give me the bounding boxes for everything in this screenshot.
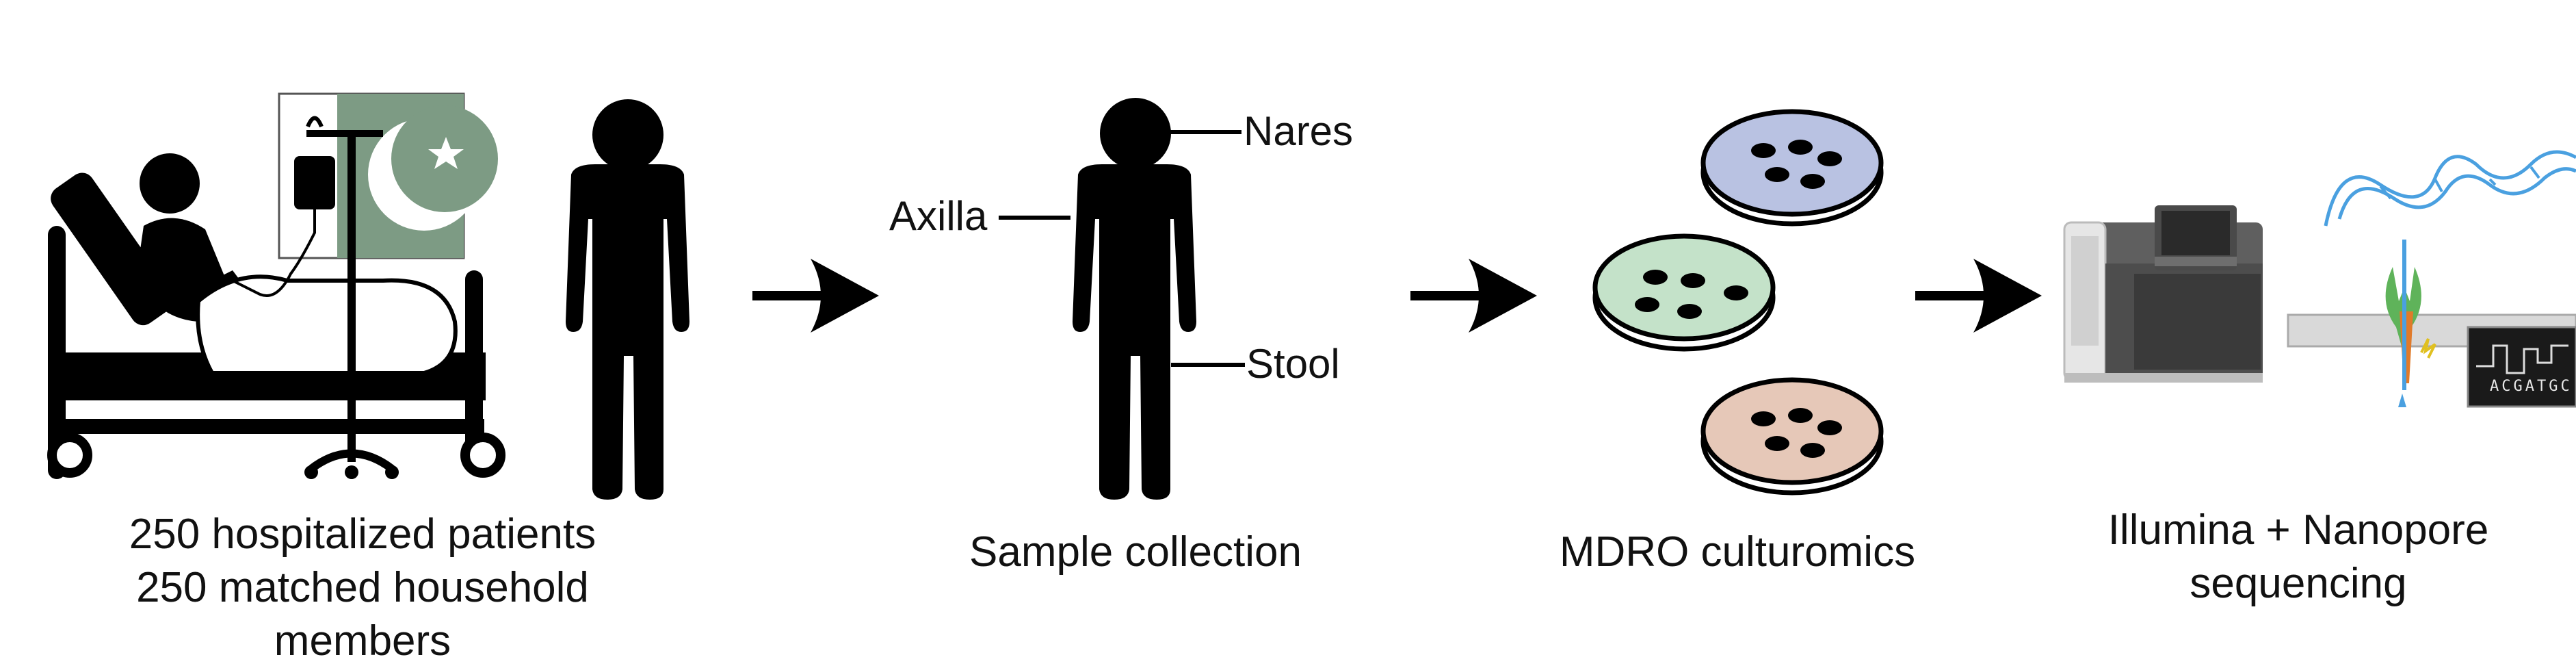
sequence-readout: ACGATGC···· <box>2490 378 2576 395</box>
pakistan-flag-icon <box>278 92 498 259</box>
petri-dish-icon <box>1592 233 1776 352</box>
caption-line: MDRO culturomics <box>1559 528 1916 576</box>
site-label-nares: Nares <box>1244 108 1354 154</box>
site-label-stool: Stool <box>1246 341 1340 387</box>
sequencer-icon <box>2063 205 2263 383</box>
person-icon <box>566 99 689 500</box>
workflow-diagram <box>47 92 2576 500</box>
caption-line: Illumina + Nanopore <box>2107 506 2489 554</box>
caption-line: sequencing <box>2190 560 2407 607</box>
caption-line: 250 hospitalized patients <box>129 511 596 558</box>
petri-dish-icon <box>1700 109 1884 227</box>
petri-dish-icon <box>1700 377 1884 496</box>
hospital-bed-icon <box>47 153 505 479</box>
iv-drip-icon <box>232 116 399 479</box>
arrow-right-icon <box>752 259 879 333</box>
dna-helix-icon <box>2324 150 2576 227</box>
site-label-axilla: Axilla <box>889 193 988 239</box>
step-3-caption: MDRO culturomics <box>1532 526 1943 579</box>
arrow-right-icon <box>1915 259 2042 333</box>
step-1-caption: 250 hospitalized patients 250 matched ho… <box>116 508 609 668</box>
step-2-caption: Sample collection <box>930 526 1341 579</box>
caption-line: Sample collection <box>969 528 1302 576</box>
step-4-caption: Illumina + Nanopore sequencing <box>2086 504 2510 611</box>
caption-line: 250 matched household members <box>136 564 589 665</box>
arrow-right-icon <box>1410 259 1537 333</box>
signal-readout <box>2467 326 2576 408</box>
person-icon <box>1073 98 1196 500</box>
